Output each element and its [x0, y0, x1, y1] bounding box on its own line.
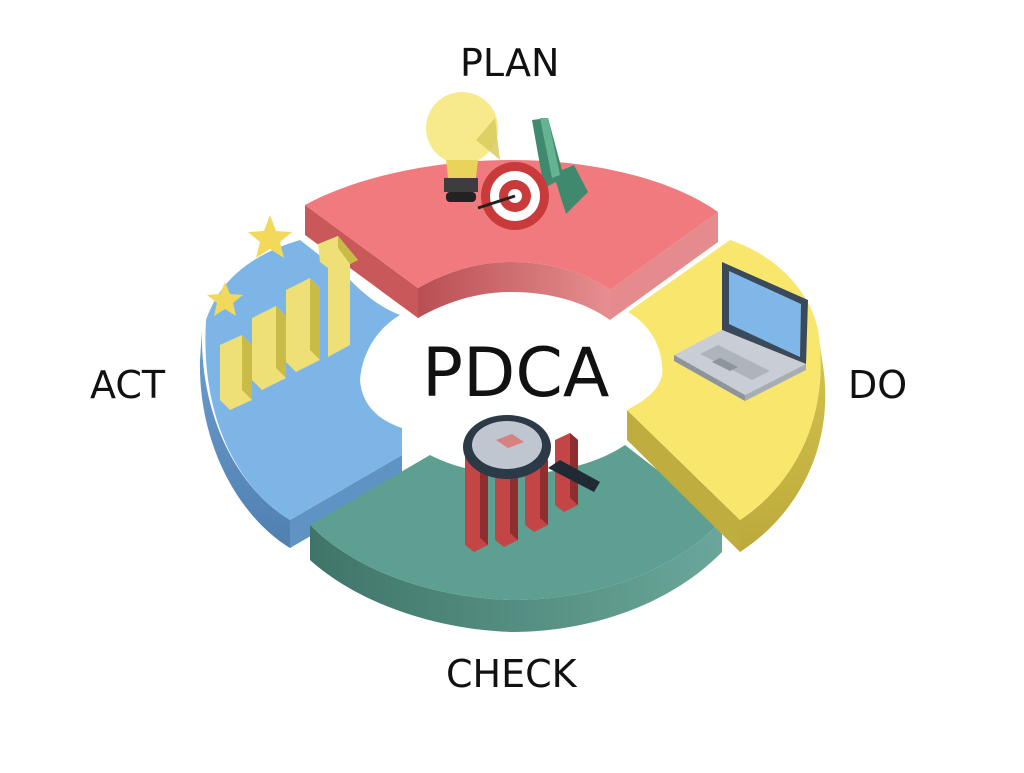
do-label: DO [848, 363, 908, 407]
act-label: ACT [90, 363, 166, 407]
laptop-icon [674, 262, 808, 401]
rising-bars-stars-icon [207, 215, 358, 410]
plan-label: PLAN [460, 41, 560, 85]
lightbulb-target-chart-icon [426, 92, 588, 230]
center-title: PDCA [422, 334, 610, 413]
magnifier-bar-chart-icon [463, 415, 600, 552]
check-label: CHECK [446, 652, 577, 696]
